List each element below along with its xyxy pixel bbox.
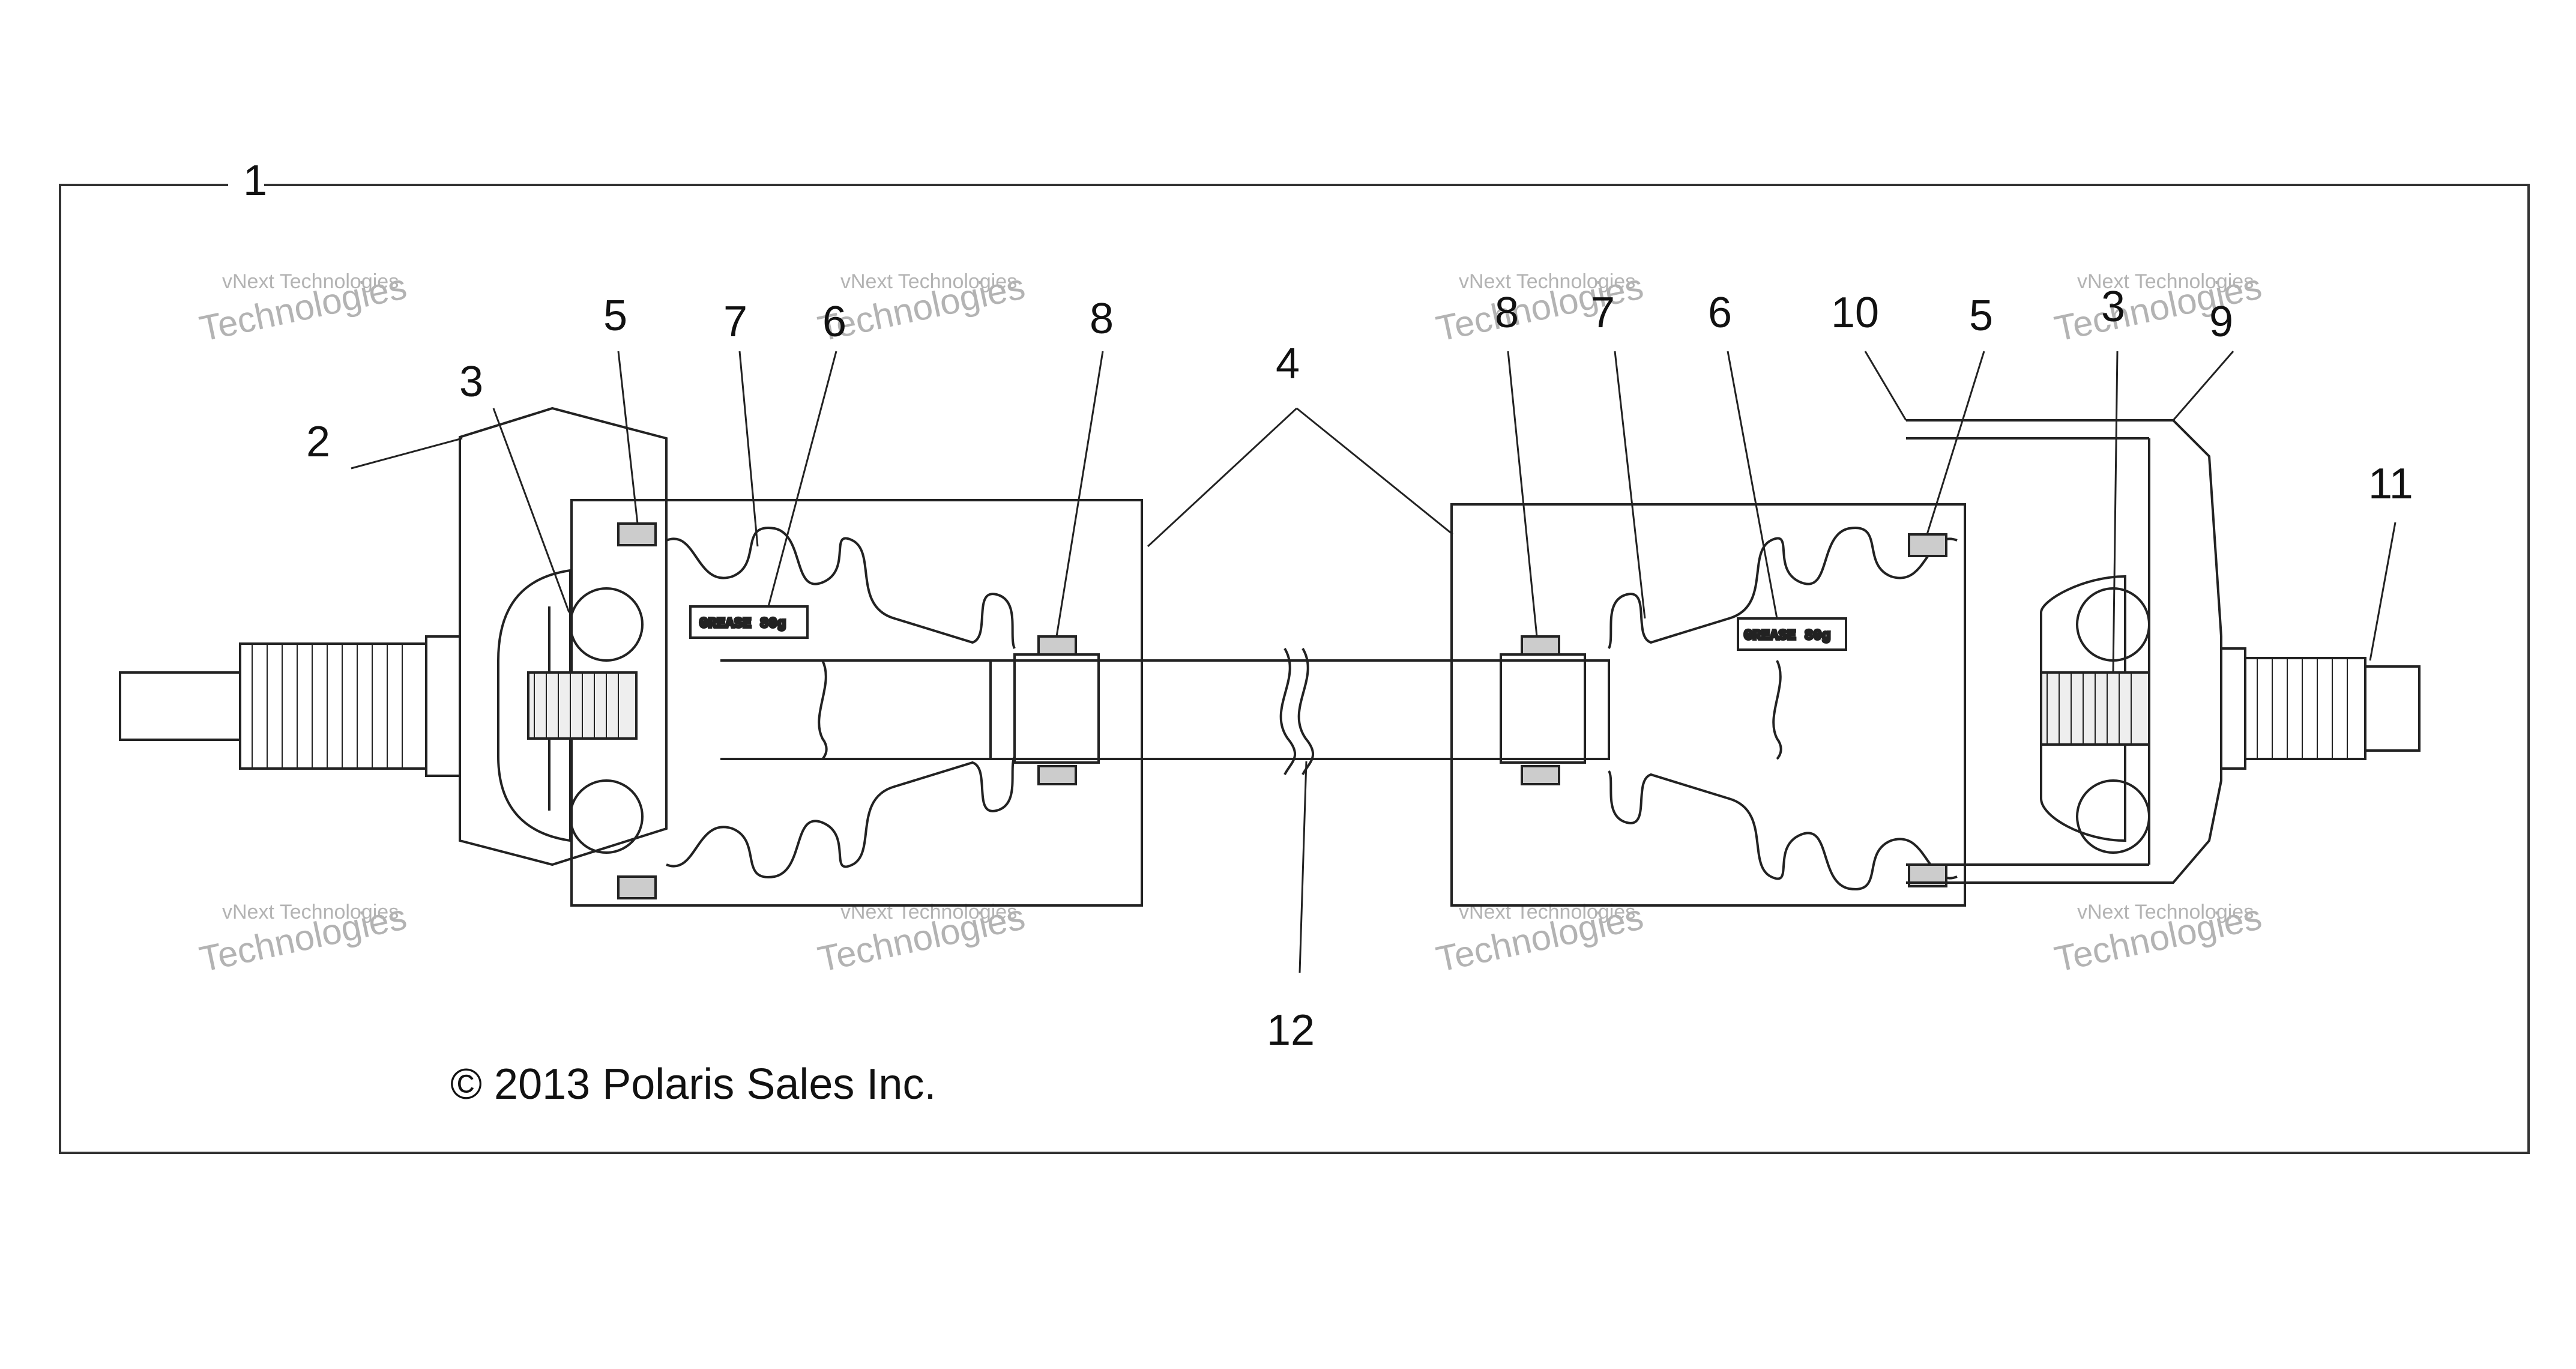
callout-6-left: 6 (822, 298, 846, 346)
callout-9: 9 (2209, 298, 2233, 346)
copyright-notice: © 2013 Polaris Sales Inc. (450, 1060, 936, 1108)
svg-text:vNext Technologies: vNext Technologies (222, 901, 399, 923)
callout-11: 11 (2368, 460, 2413, 508)
callout-8-right: 8 (1495, 289, 1519, 337)
callout-7-left: 7 (723, 298, 747, 346)
callout-10: 10 (1831, 289, 1879, 337)
outer-frame (59, 184, 2530, 1154)
callout-1: 1 (243, 157, 267, 205)
svg-text:vNext Technologies: vNext Technologies (222, 270, 399, 293)
callout-3-right: 3 (2101, 283, 2125, 331)
leader-lines (351, 351, 2397, 973)
watermarks: vNext Technologies Technologies vNext Te… (196, 266, 2265, 979)
main-shaft (720, 647, 1609, 775)
left-cv-box: GREASE 80g (527, 499, 1143, 907)
callout-12: 12 (1267, 1006, 1315, 1054)
callout-5-right: 5 (1969, 292, 1993, 340)
svg-text:vNext Technologies: vNext Technologies (840, 270, 1017, 293)
svg-text:vNext Technologies: vNext Technologies (1459, 270, 1635, 293)
svg-text:vNext Technologies: vNext Technologies (2077, 901, 2254, 923)
callout-2: 2 (306, 418, 330, 466)
grease-label-left: GREASE 80g (699, 616, 786, 632)
svg-text:vNext Technologies: vNext Technologies (2077, 270, 2254, 293)
callout-4: 4 (1276, 340, 1300, 388)
left-stub-shaft (119, 635, 461, 777)
callout-6-right: 6 (1708, 289, 1732, 337)
callout-3-left: 3 (459, 358, 483, 406)
right-cv-box: GREASE 80g (1450, 503, 1966, 907)
right-cv-housing (1906, 419, 2421, 884)
callout-8-left: 8 (1090, 295, 1114, 343)
callout-5-left: 5 (603, 292, 627, 340)
grease-label-right: GREASE 80g (1744, 628, 1830, 644)
callout-7-right: 7 (1591, 289, 1615, 337)
callout-labels: 1 2 3 5 7 6 8 4 12 8 7 6 10 5 3 9 11 (243, 157, 2413, 1054)
